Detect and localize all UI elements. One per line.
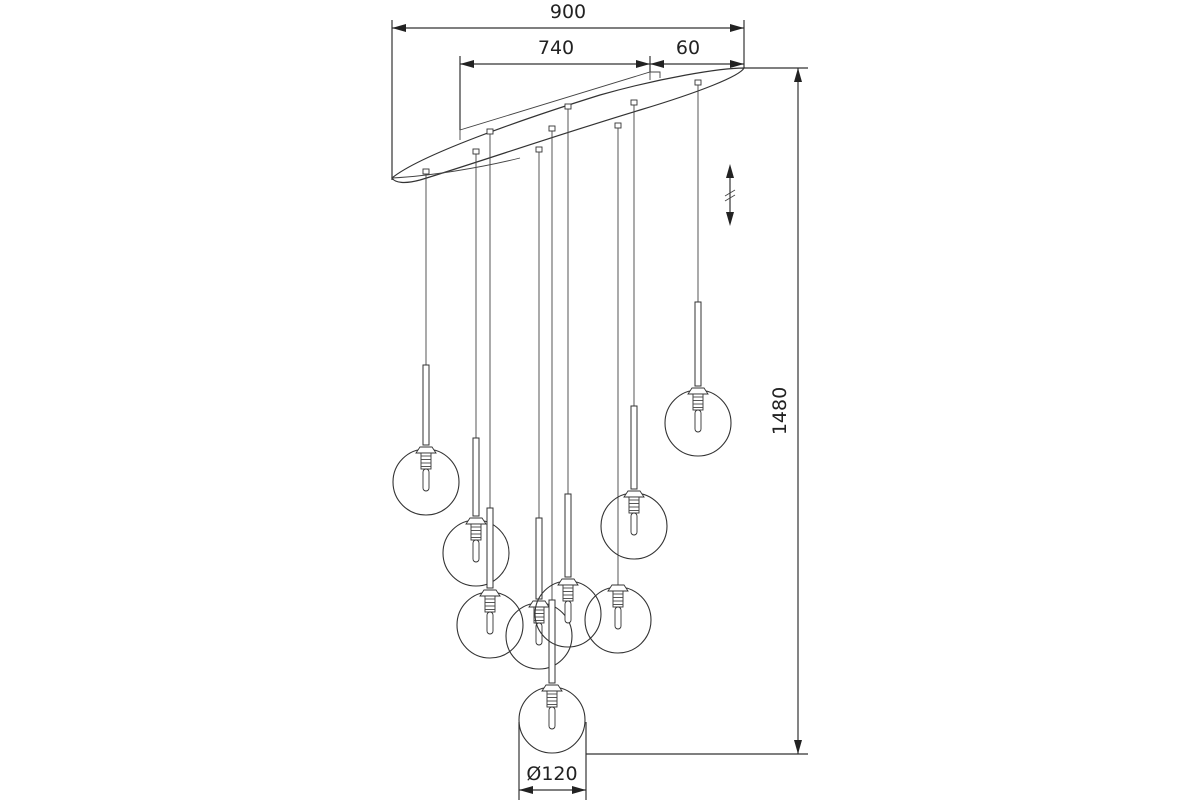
rod <box>486 507 494 589</box>
bulb <box>486 611 494 635</box>
mount-point <box>564 103 572 110</box>
socket-cap <box>465 517 487 525</box>
mount-point <box>535 146 543 153</box>
socket-cap <box>607 584 629 592</box>
pendant-7 <box>584 122 652 654</box>
dim-label-diameter: Ø120 <box>526 763 577 785</box>
rod <box>630 405 638 490</box>
mount-point <box>548 125 556 132</box>
dim-label-740: 740 <box>538 37 574 59</box>
rod <box>564 493 572 578</box>
rod <box>472 437 480 517</box>
rod <box>694 301 702 387</box>
bulb <box>614 606 622 630</box>
dimension-total-height: 1480 <box>586 67 808 755</box>
pendant-3 <box>456 128 524 659</box>
socket-cap <box>479 589 501 597</box>
pendant-6 <box>534 103 602 648</box>
mount-point <box>630 99 638 106</box>
socket-cap <box>623 490 645 498</box>
pendant-1 <box>392 168 460 516</box>
mount-point <box>614 122 622 129</box>
pendant-8 <box>600 99 668 560</box>
bulb <box>630 512 638 536</box>
rod <box>422 364 430 446</box>
pendant-2 <box>442 148 510 587</box>
socket-cap <box>557 578 579 586</box>
dimension-canopy-length: 740 <box>459 37 651 130</box>
dim-label-900: 900 <box>550 1 586 23</box>
socket-cap <box>415 446 437 454</box>
dimension-globe-diameter: Ø120 <box>518 722 587 800</box>
mount-point <box>422 168 430 175</box>
mount-point <box>486 128 494 135</box>
mount-point <box>472 148 480 155</box>
bulb <box>472 539 480 563</box>
mount-point <box>694 79 702 86</box>
pendant-5 <box>518 125 586 754</box>
dim-label-60: 60 <box>676 37 700 59</box>
socket-cap <box>687 387 709 395</box>
dimension-offset: 60 <box>650 37 744 68</box>
dimension-total-width: 900 <box>391 1 745 180</box>
socket-cap <box>541 684 563 692</box>
bulb <box>564 600 572 624</box>
pendant-group <box>392 79 732 754</box>
bulb <box>694 409 702 433</box>
dim-label-1480: 1480 <box>769 387 791 435</box>
canopy-plate <box>391 67 745 184</box>
bulb <box>422 468 430 492</box>
socket-cap <box>528 600 550 608</box>
bulb <box>548 706 556 730</box>
rod <box>535 517 543 600</box>
double-arrow-adjust-icon <box>724 164 736 226</box>
pendant-4 <box>505 146 573 670</box>
pendant-9 <box>664 79 732 457</box>
